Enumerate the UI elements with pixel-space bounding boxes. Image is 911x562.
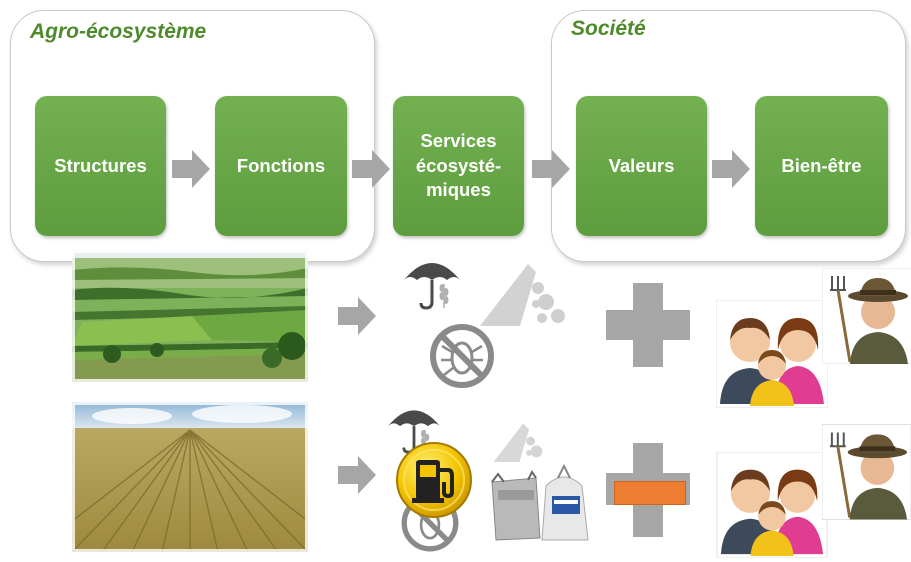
fertilizer-bags-icon [484,462,596,544]
bien-etre-box: Bien-être [755,96,888,236]
bocage-landscape-photo [72,250,308,382]
family-icon [716,452,828,558]
arrow-row2-landscape-to-services [338,456,376,494]
no-pest-icon [430,324,494,388]
arrow-row1-landscape-to-services [338,297,376,335]
farmer-icon [822,268,911,364]
cornfield-photo [72,402,308,552]
services-line-2: écosysté- [415,154,502,176]
fuel-pump-icon [396,442,472,518]
services-box: Services écosysté- miques [393,96,524,236]
umbrella-wheat-icon [388,410,440,454]
erosion-rocks-icon [480,264,565,326]
plus-icon [606,283,690,367]
erosion-rocks-icon [487,423,543,470]
services-line-3: miques [426,179,491,201]
services-line-1: Services [420,129,497,151]
arrow-structures-to-fonctions [172,150,210,188]
agroecosystem-title: Agro-écosystème [30,20,207,43]
arrow-services-to-valeurs [532,150,570,188]
arrow-fonctions-to-services [352,150,390,188]
family-icon [716,300,828,408]
fonctions-box: Fonctions [215,96,347,236]
arrow-valeurs-to-bien-etre [712,150,750,188]
society-title: Société [571,17,646,40]
valeurs-box: Valeurs [576,96,707,236]
farmer-icon [822,424,911,520]
minus-icon [614,481,686,505]
umbrella-wheat-icon [404,263,460,310]
structures-box: Structures [35,96,166,236]
